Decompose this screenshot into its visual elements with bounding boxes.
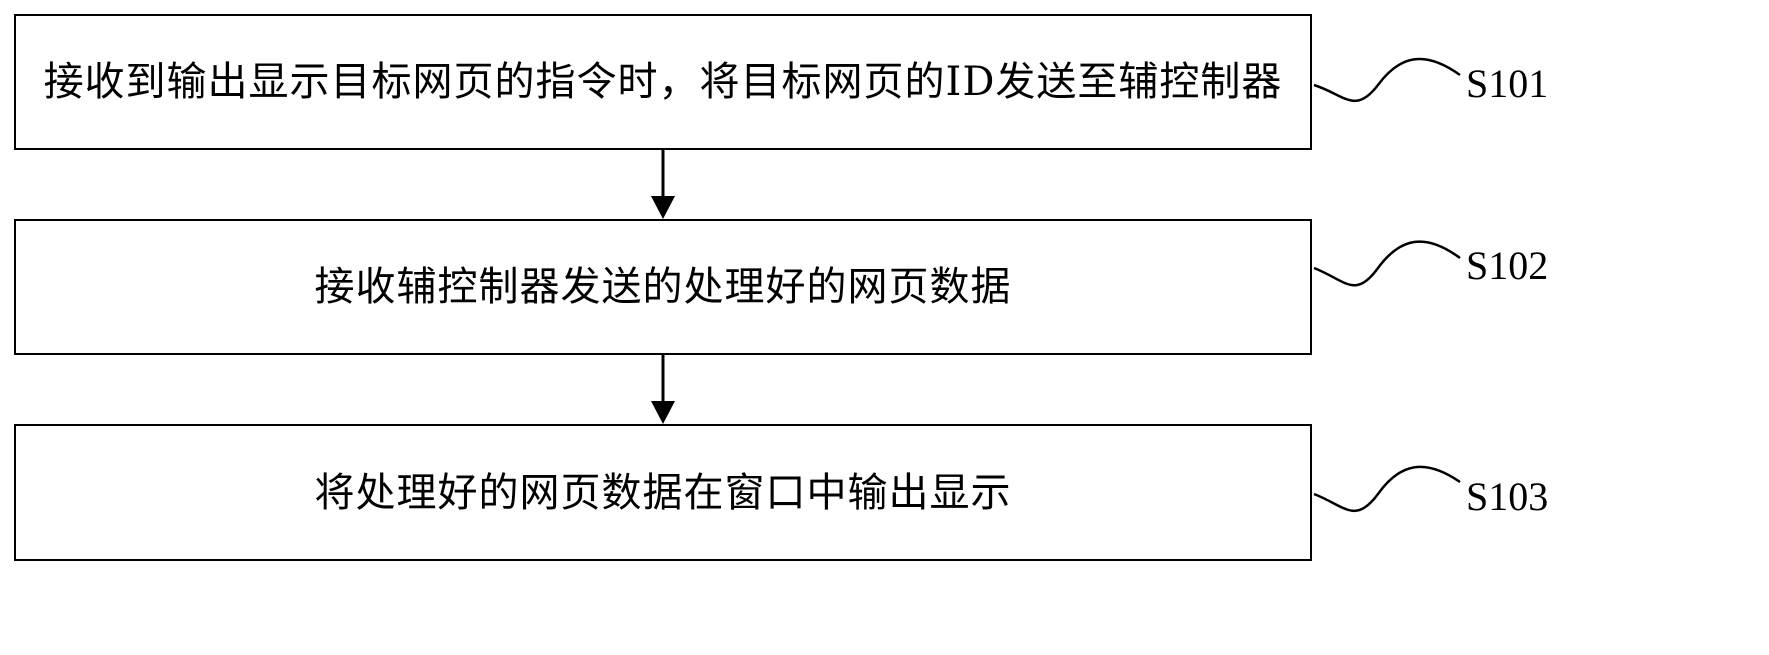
label-connector-s102	[1313, 240, 1461, 287]
arrow-s102-to-s103	[651, 355, 675, 424]
arrow-s101-to-s102	[651, 150, 675, 219]
step-box-s101: 接收到输出显示目标网页的指令时，将目标网页的ID发送至辅控制器	[14, 14, 1312, 150]
step-text-s102: 接收辅控制器发送的处理好的网页数据	[314, 264, 1012, 310]
step-text-s101: 接收到输出显示目标网页的指令时，将目标网页的ID发送至辅控制器	[43, 59, 1283, 105]
step-text-s103: 将处理好的网页数据在窗口中输出显示	[314, 469, 1012, 516]
label-connector-s101	[1313, 57, 1461, 103]
step-label-s101: S101	[1466, 61, 1549, 106]
step-box-s103: 将处理好的网页数据在窗口中输出显示	[14, 424, 1312, 561]
step-label-s102: S102	[1466, 243, 1549, 288]
step-box-s102: 接收辅控制器发送的处理好的网页数据	[14, 219, 1312, 355]
label-connector-s103	[1313, 465, 1461, 513]
step-label-s103: S103	[1466, 474, 1549, 519]
